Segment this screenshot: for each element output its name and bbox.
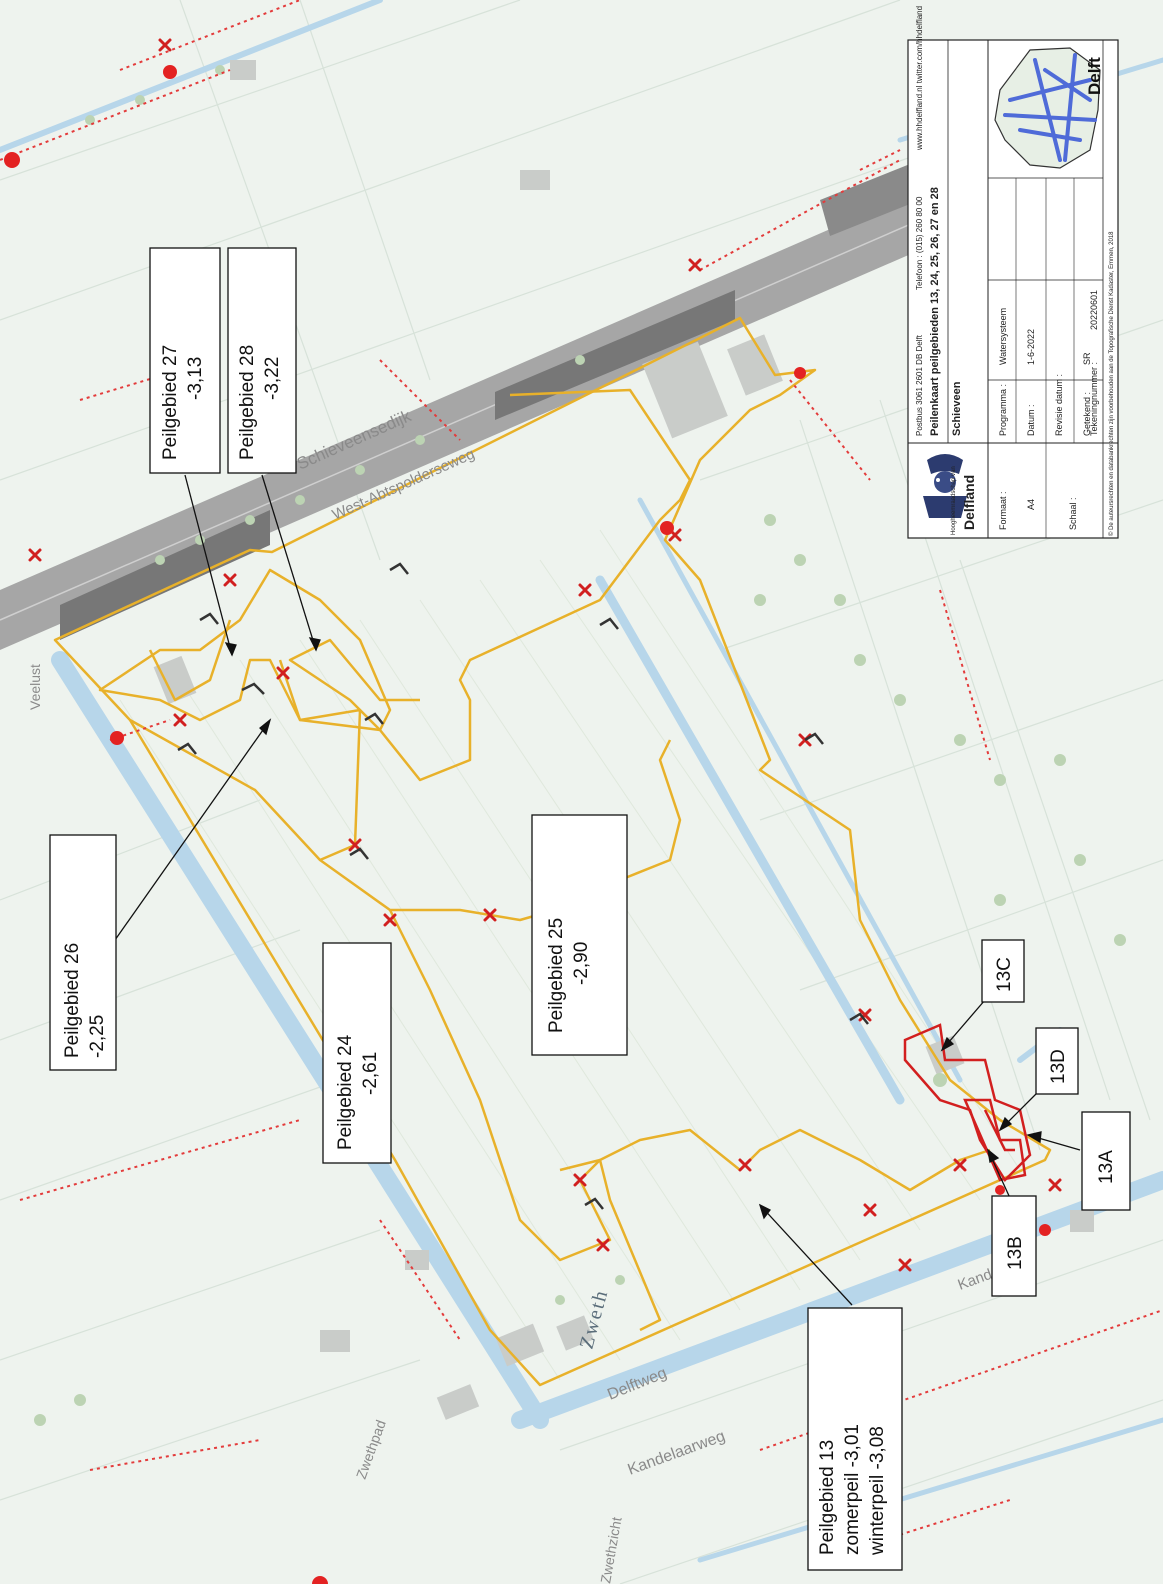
label-28-name: Peilgebied 28 <box>237 345 258 460</box>
tb-programma-value: Watersysteem <box>998 308 1008 365</box>
box-13b <box>991 1195 1037 1297</box>
label-27-name: Peilgebied 27 <box>160 345 181 460</box>
sub-area-boundaries <box>903 1023 1032 1182</box>
boundary-13a <box>983 1109 1015 1152</box>
label-13a: 13A <box>1096 1150 1117 1184</box>
boundary-27-28-b <box>278 659 362 862</box>
pump-markers <box>4 65 1051 1584</box>
box-peilgebied-24 <box>322 942 392 1164</box>
tb-getekend-label: Getekend : <box>1082 392 1092 436</box>
inset-map: Delft <box>994 47 1104 169</box>
boundary-26 <box>98 568 392 732</box>
tree-markers <box>34 65 1126 1426</box>
label-13-name: Peilgebied 13 <box>817 1440 838 1555</box>
box-peilgebied-13 <box>807 1307 903 1571</box>
tb-programma-label: Programma : <box>998 384 1008 436</box>
label-27-value: -3,13 <box>185 357 206 400</box>
box-peilgebied-25 <box>531 814 628 1056</box>
box-13a <box>1081 1111 1131 1211</box>
tb-datum-label: Datum : <box>1026 404 1036 436</box>
tb-footer: © De auteursrechten en databankrechten z… <box>1108 231 1115 536</box>
box-13c <box>981 939 1025 1003</box>
buildings <box>153 60 1094 1420</box>
label-boxes <box>49 247 1131 1571</box>
label-texts: Peilgebied 26 -2,25 Peilgebied 27 -3,13 … <box>62 345 1117 1556</box>
tb-tekening-label: Tekeningnummer : <box>1089 362 1099 436</box>
tb-org: Delfland <box>961 475 977 530</box>
label-24-name: Peilgebied 24 <box>335 1034 356 1150</box>
culvert-markers <box>177 562 869 1210</box>
peilgebied-boundaries <box>53 316 1052 1387</box>
inset-label: Delft <box>1085 57 1104 95</box>
tb-formaat-value: A4 <box>1026 499 1036 510</box>
tb-title: Peilenkaart peilgebieden 13, 24, 25, 26,… <box>929 187 941 436</box>
delfland-logo <box>923 454 967 518</box>
tb-datum-value: 1-6-2022 <box>1026 329 1036 365</box>
label-13d: 13D <box>1048 1049 1069 1084</box>
tb-revisie-label: Revisie datum : <box>1054 374 1064 436</box>
label-25-name: Peilgebied 25 <box>546 918 567 1033</box>
box-peilgebied-28 <box>227 247 297 474</box>
road-schieveensedijk <box>0 160 921 650</box>
label-26-value: -2,25 <box>87 1015 108 1058</box>
tb-getekend-value: SR <box>1082 352 1092 365</box>
label-13b: 13B <box>1005 1236 1026 1270</box>
label-13c: 13C <box>994 957 1015 992</box>
boundary-27-28 <box>288 388 692 782</box>
boundary-inner-26 <box>148 619 232 702</box>
label-26-name: Peilgebied 26 <box>62 943 83 1058</box>
boundary-13c <box>903 1023 1032 1182</box>
tb-org-small: Hoogheemraadschap van <box>951 466 957 535</box>
street-veelust: Veelust <box>27 664 43 710</box>
tb-schaal-label: Schaal : <box>1068 497 1078 530</box>
tb-formaat-label: Formaat : <box>998 491 1008 530</box>
title-block: Postbus 3061 2601 DB Delft Telefoon : (0… <box>907 6 1119 539</box>
weir-markers <box>28 38 1062 1272</box>
boundary-13d <box>963 1098 1027 1182</box>
label-arrows <box>114 474 1081 1306</box>
label-24-value: -2,61 <box>360 1052 381 1095</box>
boundary-25-13 <box>388 909 991 1262</box>
label-28-value: -3,22 <box>262 357 283 400</box>
tb-web: www.hhdelfland.nl twitter.com/hhdelfland <box>915 6 924 151</box>
tb-phone: Telefoon : (015) 260 80 00 <box>915 196 924 290</box>
label-13-winter: winterpeil -3,08 <box>867 1426 888 1556</box>
tb-subtitle: Schieveen <box>951 381 963 436</box>
tb-address: Postbus 3061 2601 DB Delft <box>915 334 924 436</box>
label-13-zomer: zomerpeil -3,01 <box>842 1424 863 1555</box>
box-peilgebied-26 <box>49 834 117 1071</box>
box-13d <box>1035 1027 1079 1095</box>
label-25-value: -2,90 <box>571 942 592 985</box>
outer-boundary <box>53 316 1052 1387</box>
tb-tekening-value: 20220601 <box>1089 290 1099 330</box>
box-peilgebied-27 <box>149 247 221 474</box>
boundary-24-lower <box>559 1158 662 1332</box>
